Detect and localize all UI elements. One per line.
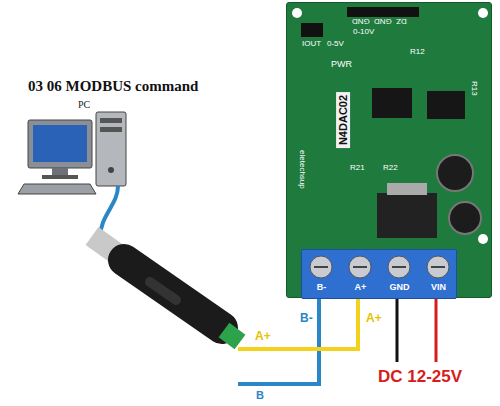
terminal-label: B- bbox=[302, 282, 341, 292]
computer-label: PC bbox=[78, 99, 93, 110]
part-label: R12 bbox=[410, 48, 425, 57]
brand-label: eletechsup bbox=[297, 150, 306, 189]
pin-label: GND bbox=[374, 16, 392, 25]
part-label: R21 bbox=[350, 164, 365, 173]
pin-label: 0-10V bbox=[353, 28, 374, 37]
signal-label: B bbox=[256, 389, 264, 401]
title-text: 03 06 MODBUS command bbox=[28, 78, 198, 95]
board-model: N4DAC02 bbox=[336, 92, 350, 148]
terminal-screws bbox=[302, 250, 458, 300]
terminal-label: GND bbox=[380, 282, 419, 292]
pin-label: 0-5V bbox=[327, 40, 344, 49]
signal-label: B- bbox=[300, 312, 313, 325]
pin-label: DZ bbox=[396, 16, 407, 25]
terminal-label: VIN bbox=[419, 282, 458, 292]
power-label: PWR bbox=[331, 60, 352, 70]
terminal-label: A+ bbox=[341, 282, 380, 292]
part-label: R22 bbox=[383, 164, 398, 173]
pin-label: GND bbox=[352, 16, 370, 25]
voltage-label: DC 12-25V bbox=[378, 368, 462, 387]
signal-label: A+ bbox=[366, 312, 382, 325]
terminal-block: B-A+GNDVIN bbox=[301, 249, 457, 299]
signal-label: A+ bbox=[255, 330, 271, 343]
pin-label: IOUT bbox=[302, 40, 321, 49]
part-label: R13 bbox=[469, 81, 478, 96]
pc-node: PC bbox=[78, 99, 93, 112]
